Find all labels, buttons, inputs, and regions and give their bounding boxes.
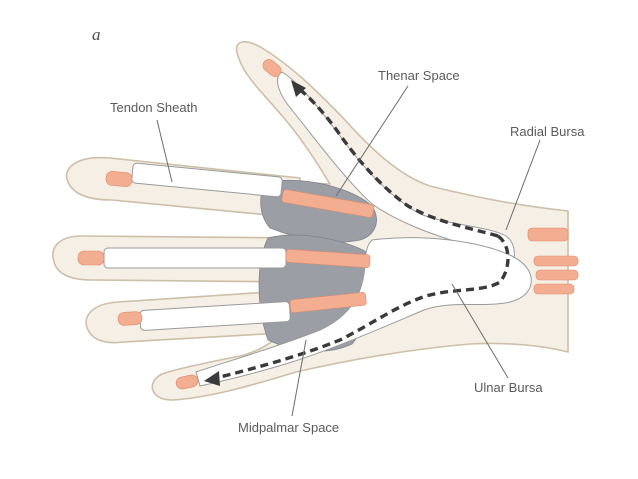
- tendon-tip-middle: [77, 250, 105, 266]
- tendon-middle: [285, 248, 371, 269]
- label-thenar-space: Thenar Space: [378, 68, 460, 83]
- leader-tendon-sheath: [156, 119, 173, 183]
- label-tendon-sheath: Tendon Sheath: [110, 100, 197, 115]
- tendon-index: [281, 189, 375, 218]
- leader-radial-bursa: [505, 139, 541, 231]
- tendon-tip-little: [175, 374, 199, 390]
- leader-midpalmar-space: [291, 339, 307, 417]
- label-radial-bursa: Radial Bursa: [510, 124, 585, 139]
- radial-bursa-flow-arrowhead: [291, 80, 306, 97]
- leader-lines: [156, 85, 541, 417]
- wrist-tendon-2: [535, 269, 579, 281]
- tendon-tip-thumb: [262, 59, 282, 77]
- labels: a Tendon Sheath Thenar Space Radial Burs…: [92, 25, 585, 435]
- tendons: [77, 59, 579, 390]
- tendon-sheath-middle: [103, 247, 287, 269]
- radial-bursa-flow-line: [296, 86, 499, 238]
- ulnar-bursa-flow-line: [215, 234, 510, 380]
- flow-paths: [204, 80, 510, 386]
- leader-thenar-space: [335, 85, 409, 197]
- tendon-tip-ring: [117, 311, 143, 326]
- ulnar-bursa-flow-arrowhead: [204, 371, 220, 386]
- label-ulnar-bursa: Ulnar Bursa: [474, 380, 543, 395]
- wrist-tendon-1: [533, 255, 579, 267]
- panel-letter: a: [92, 25, 101, 44]
- ulnar-bursa-region: [195, 237, 532, 387]
- leader-ulnar-bursa: [451, 283, 509, 379]
- wrist-tendon-3: [533, 283, 575, 295]
- tendon-ring: [289, 292, 367, 313]
- wrist-tendon-radial: [527, 227, 569, 242]
- label-midpalmar-space: Midpalmar Space: [238, 420, 339, 435]
- tendon-tip-index: [105, 171, 133, 187]
